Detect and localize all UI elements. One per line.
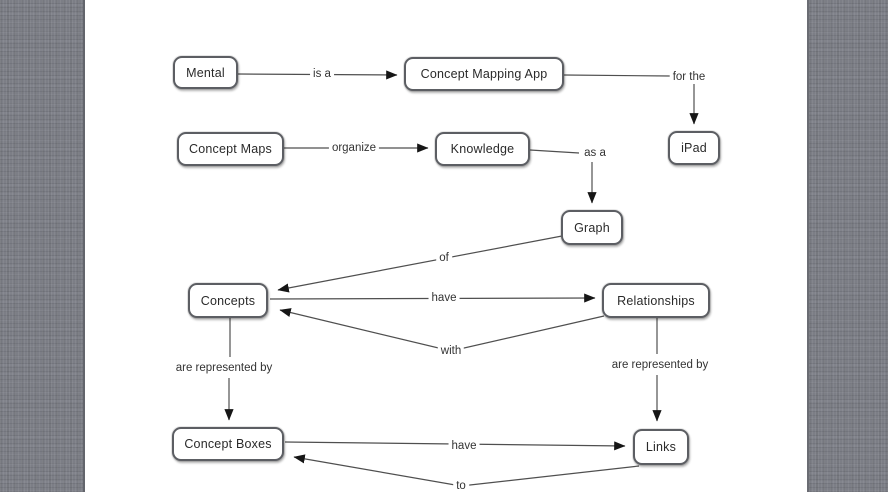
edge-label-for-the: for the	[669, 70, 709, 84]
node-knowledge: Knowledge	[435, 132, 530, 166]
node-ipad: iPad	[668, 131, 720, 165]
edge-label-are-represented-by-left: are represented by	[172, 361, 276, 375]
edge-label-of: of	[436, 251, 452, 265]
edge-label-to: to	[453, 479, 469, 493]
node-mental: Mental	[173, 56, 238, 89]
edge-app-to-ipad-horizontal	[563, 74, 671, 77]
edge-graph-to-concepts	[277, 235, 563, 293]
node-concept-maps: Concept Maps	[177, 132, 284, 166]
edge-label-are-represented-by-right: are represented by	[608, 358, 712, 372]
node-links: Links	[633, 429, 689, 465]
right-texture-band	[807, 0, 888, 492]
edge-label-have-bottom: have	[448, 439, 480, 453]
node-concepts: Concepts	[188, 283, 268, 318]
edge-label-organize: organize	[328, 141, 380, 155]
node-relationships: Relationships	[602, 283, 710, 318]
edge-label-as-a: as a	[581, 146, 609, 160]
edge-knowledge-to-graph-horizontal	[529, 149, 580, 154]
left-texture-band	[0, 0, 85, 492]
edge-label-is-a: is a	[310, 67, 334, 81]
edge-label-with: with	[437, 344, 465, 358]
node-graph: Graph	[561, 210, 623, 245]
edge-label-have-top: have	[428, 291, 460, 305]
node-concept-boxes: Concept Boxes	[172, 427, 284, 461]
node-concept-mapping-app: Concept Mapping App	[404, 57, 564, 91]
